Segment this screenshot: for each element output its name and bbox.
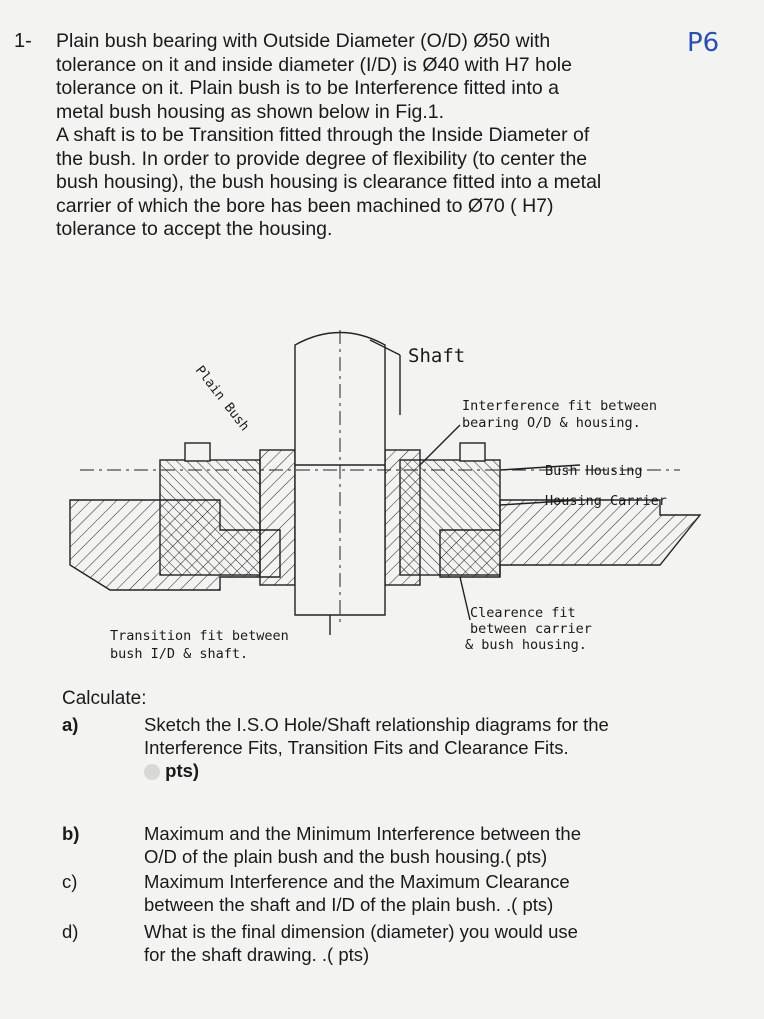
calculate-heading: Calculate: — [62, 688, 147, 709]
question-number: 1- — [14, 30, 32, 52]
intro-line: the bush. In order to provide degree of … — [56, 147, 588, 170]
label-clearence-3: & bush housing. — [465, 637, 587, 653]
label-interference-2: bearing O/D & housing. — [462, 415, 641, 431]
part-line: Interference Fits, Transition Fits and C… — [144, 737, 569, 758]
label-transition-1: Transition fit between — [110, 628, 289, 644]
part-line: Sketch the I.S.O Hole/Shaft relationship… — [144, 714, 609, 735]
part-letter: d) — [62, 921, 79, 942]
question-intro: Plain bush bearing with Outside Diameter… — [56, 30, 716, 242]
part-line: between the shaft and I/D of the plain b… — [144, 894, 554, 915]
label-transition-2: bush I/D & shaft. — [110, 646, 248, 662]
handwritten-tag: P6 — [687, 28, 720, 58]
label-bush-housing: Bush Housing — [545, 463, 643, 479]
intro-line: metal bush housing as shown below in Fig… — [56, 100, 445, 123]
intro-line: Plain bush bearing with Outside Diameter… — [56, 30, 551, 52]
housing-left — [159, 459, 261, 576]
intro-line: bush housing), the bush housing is clear… — [56, 171, 602, 193]
label-shaft: Shaft — [408, 345, 465, 367]
part-letter: c) — [62, 871, 78, 892]
intro-line: A shaft is to be Transition fitted throu… — [56, 124, 590, 146]
part-line: for the shaft drawing. .( pts) — [144, 944, 370, 965]
part-line: O/D of the plain bush and the bush housi… — [144, 846, 548, 867]
part-pts: pts) — [144, 759, 724, 782]
label-housing-carrier: Housing Carrier — [545, 493, 667, 509]
assembly-drawing: Shaft Plain Bush Interference fit betwee… — [69, 330, 702, 662]
bush-right — [384, 449, 421, 586]
intro-line: tolerance on it and inside diameter (I/D… — [56, 53, 572, 76]
label-clearence-1: Clearence fit — [470, 605, 576, 621]
part-line: What is the final dimension (diameter) y… — [144, 921, 578, 942]
part-line: Maximum Interference and the Maximum Cle… — [144, 871, 570, 892]
bush-left — [259, 449, 296, 586]
label-clearence-2: between carrier — [470, 621, 592, 637]
bearing-assembly-figure: Shaft Plain Bush Interference fit betwee… — [60, 315, 710, 675]
part-letter: b) — [62, 823, 80, 844]
part-letter: a) — [62, 714, 79, 735]
smudge-mark — [144, 764, 160, 781]
part-line: Maximum and the Minimum Interference bet… — [144, 823, 582, 844]
intro-line: tolerance on it. Plain bush is to be Int… — [56, 77, 559, 99]
intro-line: carrier of which the bore has been machi… — [56, 194, 554, 217]
label-plain-bush: Plain Bush — [192, 363, 252, 434]
label-interference-1: Interference fit between — [462, 398, 657, 414]
intro-line: tolerance to accept the housing. — [56, 218, 333, 240]
